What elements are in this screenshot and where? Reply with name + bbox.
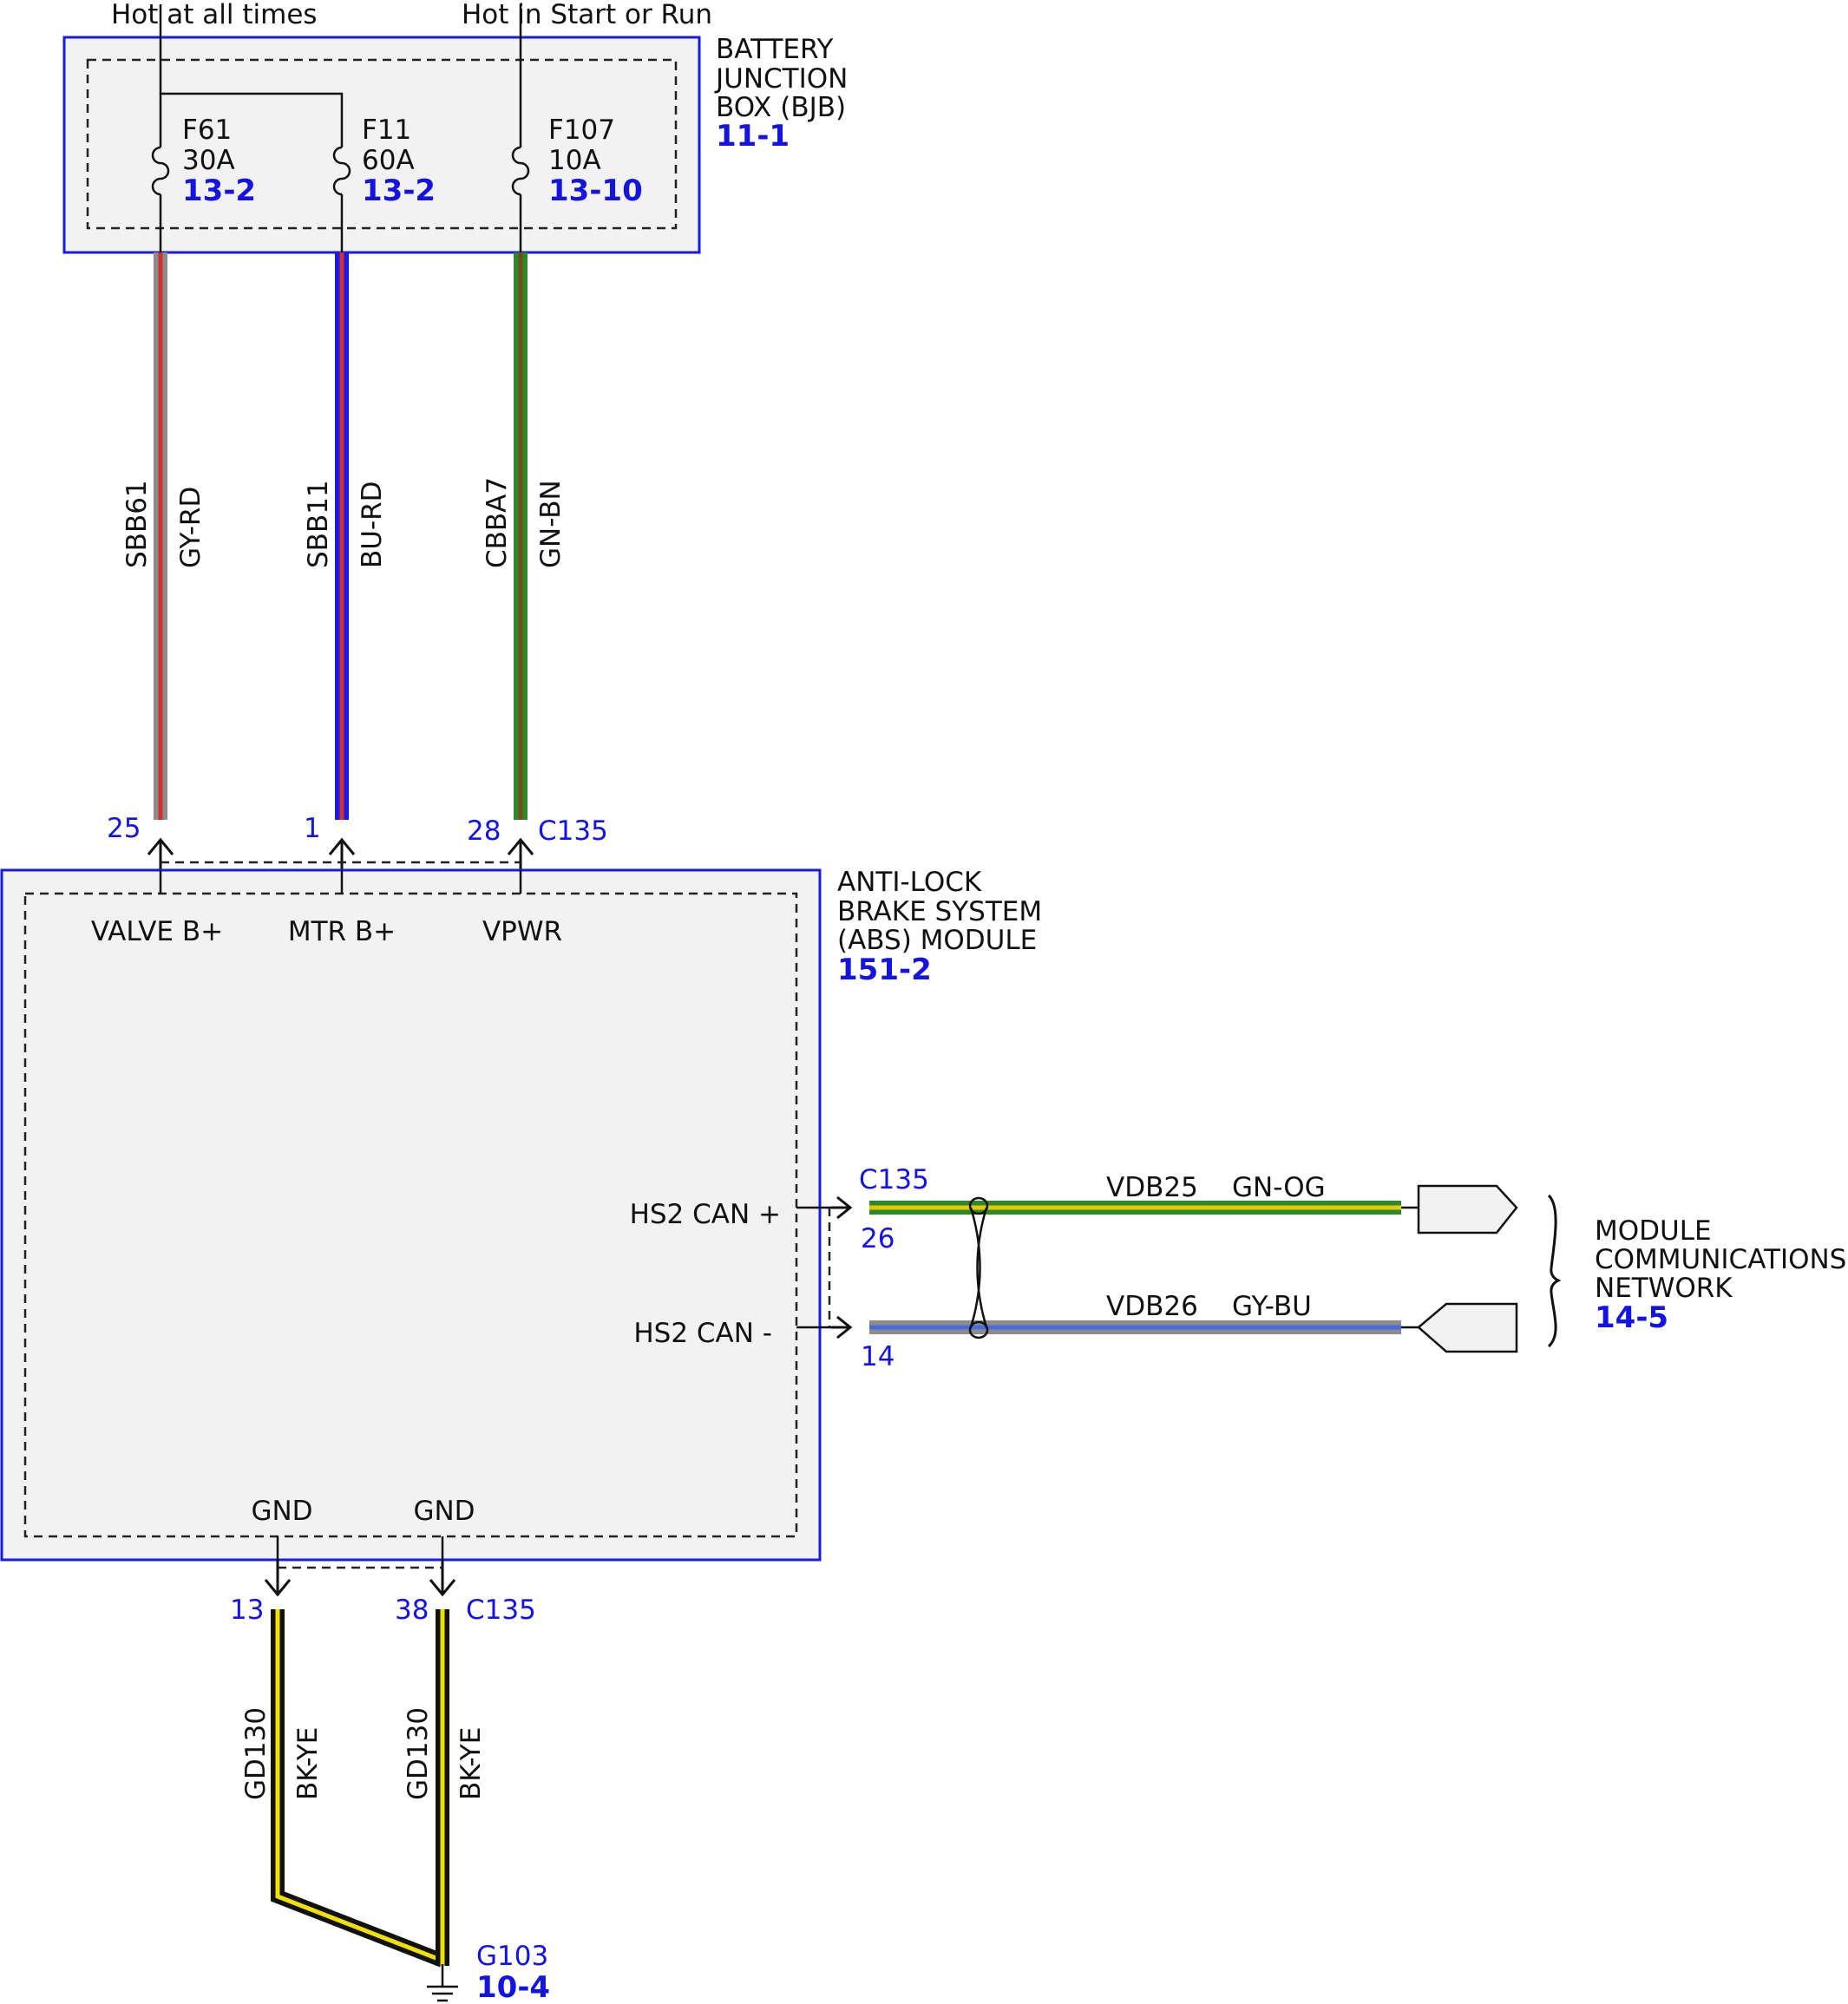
abs-pin-hs2-can-minus: HS2 CAN - — [633, 1318, 772, 1349]
twisted-pair-icon — [968, 1196, 989, 1339]
abs-ref[interactable]: 151-2 — [837, 953, 932, 987]
abs-title-line1: ANTI-LOCK — [837, 867, 982, 898]
pin-25-label: 25 — [107, 813, 141, 844]
pin-28-label: 28 — [467, 815, 501, 847]
feed-label-hot-in-start-or-run: Hot in Start or Run — [462, 0, 712, 30]
pin-1-label: 1 — [304, 813, 321, 844]
feed-label-hot-at-all-times: Hot at all times — [111, 0, 318, 30]
wire-gd130-a-circuit: GD130 — [240, 1707, 272, 1800]
wire-vdb25-color: GN-OG — [1232, 1172, 1326, 1203]
wire-vdb25-circuit: VDB25 — [1106, 1172, 1198, 1203]
abs-title-line2: BRAKE SYSTEM — [837, 896, 1042, 927]
abs-module-internal-boundary — [23, 892, 798, 1538]
fuse-output-lines — [159, 194, 522, 252]
network-title-line1: MODULE — [1595, 1215, 1712, 1247]
connector-c135-top-label: C135 — [538, 815, 608, 847]
wire-sbb11-color: BU-RD — [357, 481, 388, 568]
fuse-f61-name: F61 — [182, 115, 232, 146]
pin-28-connector-icon — [507, 837, 534, 870]
network-flag-out-icon[interactable] — [1417, 1184, 1518, 1234]
pin-1-connector-icon — [328, 837, 356, 870]
network-title-line3: NETWORK — [1595, 1273, 1733, 1304]
network-brace — [1547, 1194, 1562, 1348]
wire-gd130-a[interactable] — [271, 1609, 445, 1968]
abs-module-outline[interactable] — [0, 868, 822, 1562]
network-ref[interactable]: 14-5 — [1595, 1300, 1668, 1335]
fuse-f61-ref[interactable]: 13-2 — [182, 174, 256, 208]
abs-pin-vpwr: VPWR — [482, 916, 562, 947]
wire-sbb61-circuit: SBB61 — [121, 480, 153, 568]
fuse-f11-icon[interactable] — [332, 146, 351, 196]
ground-g103-label: G103 — [476, 1941, 548, 1972]
pin-38-label: 38 — [395, 1595, 429, 1626]
wire-cbba7-color: GN-BN — [535, 480, 567, 568]
fuse-f61-rating: 30A — [182, 145, 235, 176]
pin-25-connector-icon — [147, 837, 174, 870]
fuse-f11-rating: 60A — [362, 145, 415, 176]
abs-pin-mtr-b: MTR B+ — [288, 916, 396, 947]
fuse-f11-ref[interactable]: 13-2 — [362, 174, 436, 208]
pin-14-connector-icon — [831, 1315, 853, 1339]
abs-power-pin-stubs — [159, 870, 522, 894]
wire-gd130-b-color: BK-YE — [455, 1727, 487, 1800]
pin-26-label: 26 — [861, 1223, 895, 1254]
pin-26-connector-icon — [831, 1195, 853, 1220]
abs-pin-valve-b: VALVE B+ — [91, 916, 223, 947]
abs-title-line3: (ABS) MODULE — [837, 925, 1037, 956]
fuse-f107-ref[interactable]: 13-10 — [548, 174, 643, 208]
pin-13-label: 13 — [230, 1595, 264, 1626]
pin-14-label: 14 — [861, 1341, 895, 1372]
wire-vdb26-color: GY-BU — [1232, 1291, 1312, 1322]
connector-c135-can-label: C135 — [859, 1164, 929, 1195]
fuse-f107-icon[interactable] — [511, 146, 530, 196]
bjb-title-line1: BATTERY — [716, 34, 834, 65]
ground-symbol-icon[interactable] — [427, 1964, 458, 2002]
fuse-f107-rating: 10A — [548, 145, 601, 176]
bjb-internal-boundary — [86, 58, 678, 230]
bjb-title-line3: BOX (BJB) — [716, 92, 846, 123]
hot-at-all-times-bus — [159, 37, 344, 147]
fuse-f11-name: F11 — [362, 115, 411, 146]
wire-sbb61-color: GY-RD — [175, 487, 206, 568]
wire-sbb11-circuit: SBB11 — [303, 480, 334, 568]
wire-gd130-a-color: BK-YE — [292, 1727, 324, 1800]
fuse-f107-name: F107 — [548, 115, 615, 146]
can-pin-stubs — [796, 1206, 831, 1329]
ground-g103-ref[interactable]: 10-4 — [476, 1970, 550, 2004]
abs-pin-hs2-can-plus: HS2 CAN + — [630, 1199, 781, 1230]
flag-leads — [1401, 1206, 1419, 1329]
wire-vdb26-circuit: VDB26 — [1106, 1291, 1198, 1322]
bjb-outline[interactable] — [62, 36, 701, 254]
network-title-line2: COMMUNICATIONS — [1595, 1244, 1846, 1275]
network-flag-in-icon[interactable] — [1417, 1302, 1518, 1353]
fuse-f61-icon[interactable] — [151, 146, 170, 196]
abs-pin-gnd-2: GND — [413, 1496, 475, 1527]
wire-gd130-b-circuit: GD130 — [403, 1707, 434, 1800]
gnd-pin-stubs — [276, 1536, 444, 1560]
bjb-title-line2: JUNCTION — [714, 63, 848, 95]
connector-c135-gnd-label: C135 — [466, 1595, 536, 1626]
wire-cbba7-circuit: CBBA7 — [482, 477, 513, 568]
bjb-ref[interactable]: 11-1 — [716, 119, 790, 154]
pin-13-connector-icon — [264, 1560, 292, 1597]
pin-38-connector-icon — [429, 1560, 456, 1597]
abs-pin-gnd-1: GND — [251, 1496, 312, 1527]
